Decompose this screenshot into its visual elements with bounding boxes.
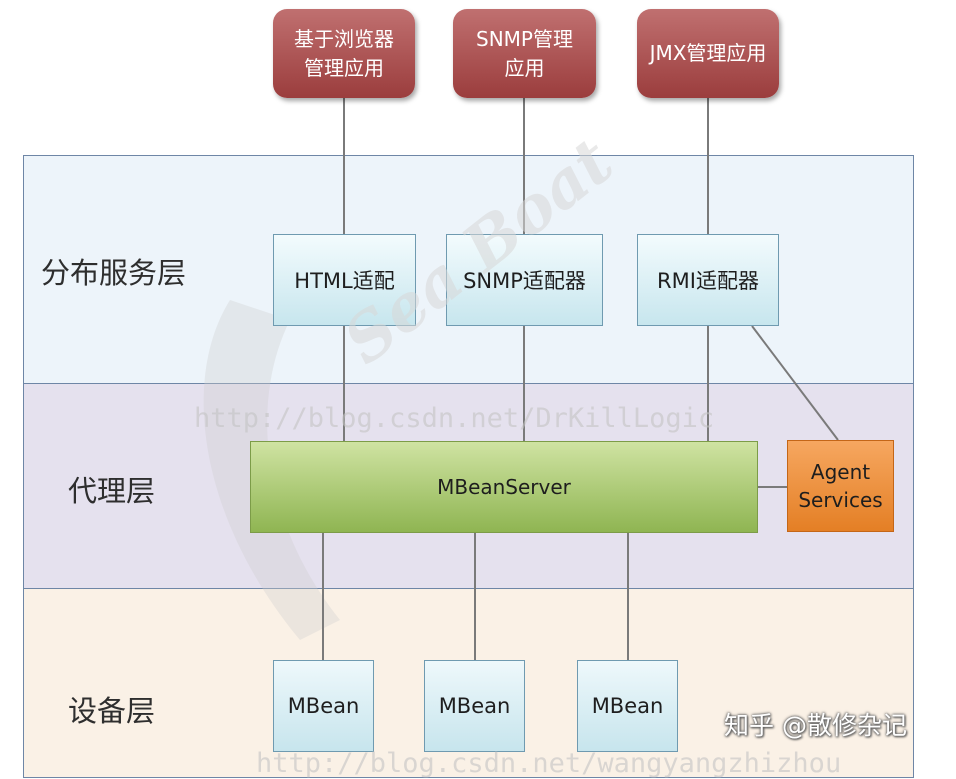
client-label: 基于浏览器管理应用 xyxy=(294,26,394,80)
agent-services: Agent Services xyxy=(787,440,894,532)
snmp-adapter: SNMP适配器 xyxy=(446,234,603,326)
connector-rmi-to-agent xyxy=(751,325,839,441)
rmi-adapter: RMI适配器 xyxy=(637,234,779,326)
zhihu-watermark: 知乎 @散修杂记 xyxy=(724,711,907,740)
html-adapter: HTML适配 xyxy=(273,234,416,326)
adapter-label: HTML适配 xyxy=(294,269,395,293)
mbean-2: MBean xyxy=(424,660,525,752)
mbean-1: MBean xyxy=(273,660,374,752)
csdn-watermark-top: http://blog.csdn.net/DrKillLogic xyxy=(194,403,715,434)
client-snmp-management-app: SNMP管理应用 xyxy=(453,9,596,98)
agent-services-label: Agent Services xyxy=(798,460,883,512)
mbean-label: MBean xyxy=(591,694,664,718)
layer-label-agent: 代理层 xyxy=(68,474,156,508)
mbeanserver: MBeanServer xyxy=(250,441,758,533)
adapter-label: SNMP适配器 xyxy=(463,269,586,293)
layer-label-device: 设备层 xyxy=(68,694,156,728)
mbeanserver-label: MBeanServer xyxy=(437,475,571,499)
mbean-3: MBean xyxy=(577,660,678,752)
client-jmx-management-app: JMX管理应用 xyxy=(637,9,779,98)
client-browser-management-app: 基于浏览器管理应用 xyxy=(273,9,415,98)
client-label: SNMP管理应用 xyxy=(476,26,573,80)
adapter-label: RMI适配器 xyxy=(657,269,759,293)
mbean-label: MBean xyxy=(438,694,511,718)
layer-label-distributed-services: 分布服务层 xyxy=(41,256,187,290)
client-label: JMX管理应用 xyxy=(649,41,767,65)
mbean-label: MBean xyxy=(287,694,360,718)
